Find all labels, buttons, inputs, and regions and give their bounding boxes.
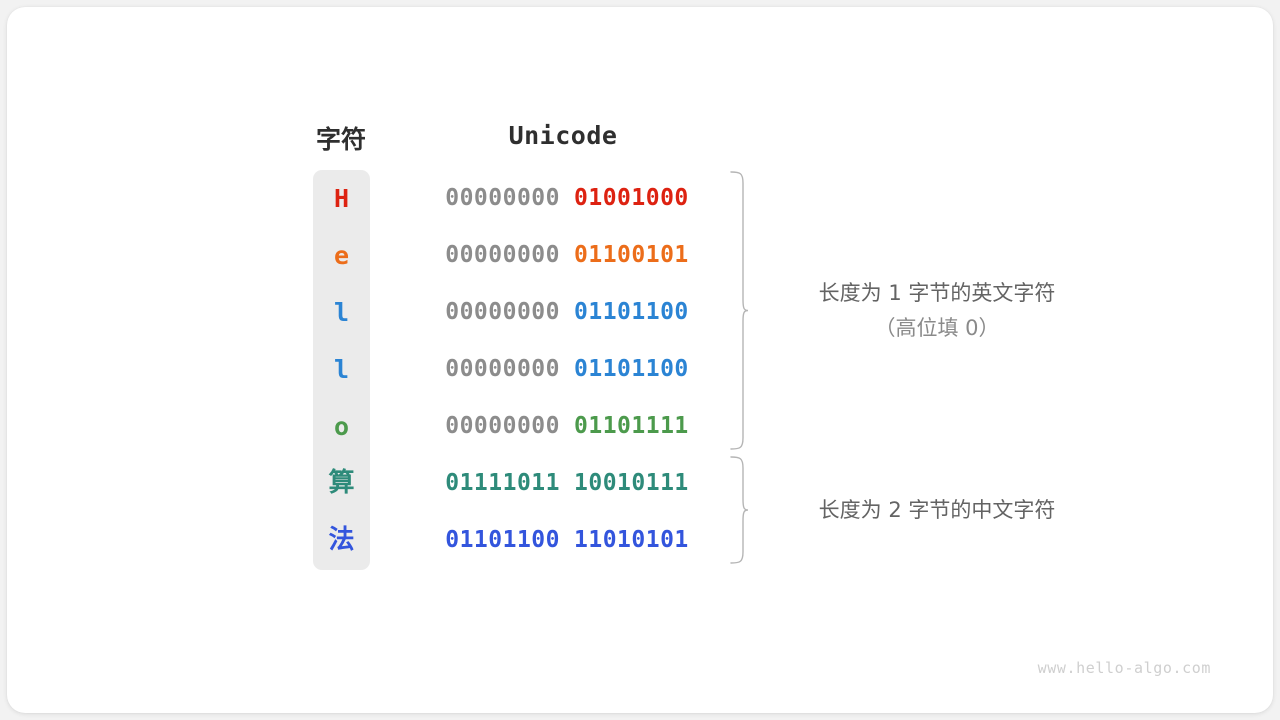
annotation-sub-text: （高位填 0） [874, 315, 1000, 340]
character-cell: H [333, 184, 350, 213]
character-column-background [313, 170, 370, 570]
character-cell: 法 [328, 525, 355, 555]
high-byte: 01101100 [445, 527, 560, 553]
unicode-bits-cell: 01101100 11010101 [407, 512, 727, 569]
diagram-card: 字符 Unicode H 00000000 01001000 e 00000000 011… [7, 7, 1273, 713]
low-byte: 01100101 [574, 242, 689, 268]
high-byte: 00000000 [445, 356, 560, 382]
brace-annotation: 长度为 1 字节的英文字符 （高位填 0） [777, 276, 1097, 346]
character-cell: l [333, 298, 350, 327]
low-byte: 01101111 [574, 413, 689, 439]
annotation-main-text: 长度为 1 字节的英文字符 [818, 280, 1056, 305]
column-header-unicode: Unicode [508, 121, 618, 150]
unicode-bits-cell: 00000000 01101100 [407, 341, 727, 398]
character-cell: e [333, 241, 350, 270]
high-byte: 01111011 [445, 470, 560, 496]
high-byte: 00000000 [445, 299, 560, 325]
curly-brace [729, 171, 749, 450]
watermark: www.hello-algo.com [1037, 659, 1211, 677]
character-cell: o [333, 412, 350, 441]
low-byte: 11010101 [574, 527, 689, 553]
annotation-main-text: 长度为 2 字节的中文字符 [818, 497, 1056, 522]
brace-annotation: 长度为 2 字节的中文字符 [777, 493, 1097, 528]
curly-brace [729, 456, 749, 564]
low-byte: 01101100 [574, 299, 689, 325]
unicode-bits-cell: 01111011 10010111 [407, 455, 727, 512]
high-byte: 00000000 [445, 185, 560, 211]
unicode-bits-cell: 00000000 01001000 [407, 170, 727, 227]
high-byte: 00000000 [445, 413, 560, 439]
low-byte: 01101100 [574, 356, 689, 382]
character-cell: l [333, 355, 350, 384]
column-header-character: 字符 [315, 126, 366, 154]
unicode-bits-cell: 00000000 01101100 [407, 284, 727, 341]
unicode-bits-cell: 00000000 01100101 [407, 227, 727, 284]
high-byte: 00000000 [445, 242, 560, 268]
character-cell: 算 [328, 468, 355, 498]
low-byte: 01001000 [574, 185, 689, 211]
unicode-bits-cell: 00000000 01101111 [407, 398, 727, 455]
low-byte: 10010111 [574, 470, 689, 496]
